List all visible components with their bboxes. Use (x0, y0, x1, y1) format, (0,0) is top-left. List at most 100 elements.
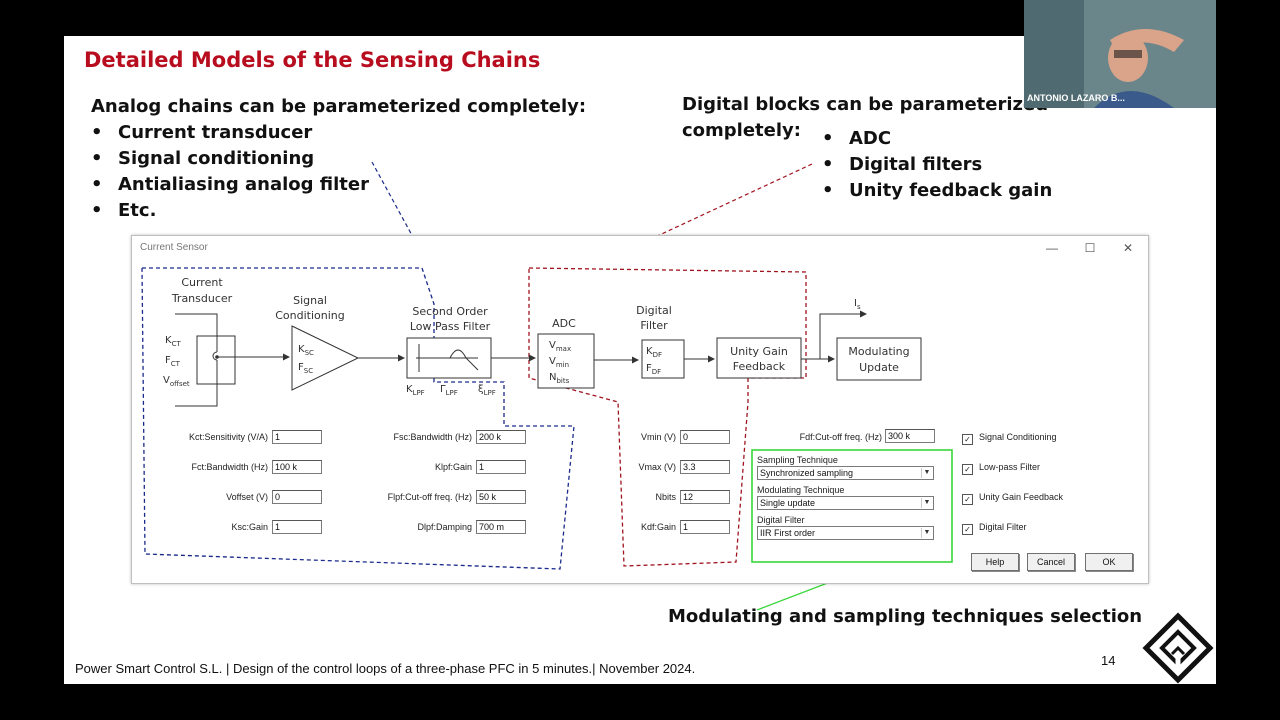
participant-video[interactable]: ANTONIO LAZARO B... (1024, 0, 1216, 108)
chevron-down-icon: ▼ (921, 498, 932, 508)
selection-highlight (751, 449, 953, 563)
slide-title: Detailed Models of the Sensing Chains (84, 48, 541, 72)
kct-input[interactable]: 1 (272, 430, 322, 444)
kct-field-label: Kct:Sensitivity (V/A) (188, 432, 268, 442)
unity-gain-feedback-checkbox-label: Unity Gain Feedback (979, 492, 1064, 502)
klpf-label: KLPF (406, 384, 425, 397)
analog-heading: Analog chains can be parameterized compl… (91, 96, 587, 117)
kdf-label: KDF (646, 346, 662, 359)
fct-input[interactable]: 100 k (272, 460, 322, 474)
unity-gain-label-1: Unity Gain (730, 345, 788, 358)
current-sensor-dialog: Current Sensor — ☐ ✕ Current Transducer … (131, 235, 1149, 584)
klpf-input[interactable]: 1 (476, 460, 526, 474)
kct-label: KCT (165, 335, 181, 348)
maximize-icon[interactable]: ☐ (1084, 241, 1096, 255)
vmax-label: Vmax (549, 340, 571, 353)
minimize-icon[interactable]: — (1046, 241, 1058, 255)
help-button[interactable]: Help (971, 553, 1019, 571)
digital-filter-value: IIR First order (760, 528, 816, 538)
lpf-label-2: Low Pass Filter (410, 320, 491, 333)
low-pass-filter-checkbox[interactable]: ✓ Low-pass Filter (962, 462, 1040, 475)
digital-filter-block (641, 339, 685, 379)
check-icon: ✓ (962, 524, 973, 535)
modulating-technique-value: Single update (760, 498, 816, 508)
kdf-field-label: Kdf:Gain (640, 522, 676, 532)
kdf-input[interactable]: 1 (680, 520, 730, 534)
modulating-technique-label: Modulating Technique (757, 485, 845, 495)
unity-gain-block (716, 337, 802, 379)
dlpf-input[interactable]: 700 m (476, 520, 526, 534)
ksc-label: KSC (298, 344, 314, 357)
adc-label: ADC (552, 317, 576, 330)
digital-filter-checkbox[interactable]: ✓ Digital Filter (962, 522, 1027, 535)
ksc-field-label: Ksc:Gain (231, 522, 268, 532)
modulating-technique-select[interactable]: Single update ▼ (757, 496, 934, 510)
unity-gain-feedback-checkbox[interactable]: ✓Unity Gain Feedback (962, 492, 1063, 505)
fdf-input[interactable]: 300 k (885, 429, 935, 443)
digital-heading: Digital blocks can be parameterized comp… (682, 92, 1048, 144)
analog-group-outline (141, 267, 575, 570)
digital-filter-checkbox-label: Digital Filter (979, 522, 1027, 532)
voffset-input[interactable]: 0 (272, 490, 322, 504)
chevron-down-icon: ▼ (921, 468, 932, 478)
dialog-title: Current Sensor (140, 242, 208, 253)
xilpf-label: ξLPF (478, 384, 496, 397)
current-transducer-label-2: Transducer (171, 292, 233, 305)
company-logo-icon (1142, 612, 1214, 684)
sensing-chain-diagram: Current Transducer KCT FCT Voffset Signa… (141, 267, 953, 570)
vmax-input[interactable]: 3.3 (680, 460, 730, 474)
klpf-field-label: Klpf:Gain (434, 462, 472, 472)
digital-heading-line2: completely: (682, 120, 801, 141)
flpf-input[interactable]: 50 k (476, 490, 526, 504)
nbits-field-label: Nbits (655, 492, 676, 502)
fdf-label: FDF (646, 363, 661, 376)
vmin-input[interactable]: 0 (680, 430, 730, 444)
slide-footer: Power Smart Control S.L. | Design of the… (75, 661, 696, 676)
ok-button[interactable]: OK (1085, 553, 1133, 571)
analog-bullets: Analog chains can be parameterized compl… (91, 94, 586, 224)
digital-item: Digital filters (822, 152, 1052, 178)
vmax-field-label: Vmax (V) (638, 462, 676, 472)
signal-conditioning-checkbox[interactable]: ✓ Signal Conditioning (962, 432, 1057, 445)
digital-bullets: ADC Digital filters Unity feedback gain (822, 126, 1052, 204)
ksc-input[interactable]: 1 (272, 520, 322, 534)
flpf-label: ΓLPF (440, 384, 458, 397)
dlpf-field-label: Dlpf:Damping (417, 522, 472, 532)
check-icon: ✓ (962, 464, 973, 475)
flpf-field-label: Flpf:Cut-off freq. (Hz) (387, 492, 472, 502)
chevron-down-icon: ▼ (921, 528, 932, 538)
fsc-label: FSC (298, 362, 313, 375)
signal-conditioning-block (291, 325, 360, 391)
modulating-update-block (836, 337, 922, 381)
adc-block (537, 333, 595, 389)
digital-heading-line1: Digital blocks can be parameterized (682, 94, 1049, 115)
current-transducer-label-1: Current (181, 276, 223, 289)
cancel-button[interactable]: Cancel (1027, 553, 1075, 571)
digital-filter-label-2: Filter (640, 319, 668, 332)
signal-conditioning-label-2: Conditioning (275, 309, 345, 322)
modulating-sampling-note: Modulating and sampling techniques selec… (668, 606, 1143, 627)
nbits-input[interactable]: 12 (680, 490, 730, 504)
digital-filter-label-1: Digital (636, 304, 672, 317)
modulating-update-label-2: Update (859, 361, 899, 374)
digital-filter-select[interactable]: IIR First order ▼ (757, 526, 934, 540)
fsc-input[interactable]: 200 k (476, 430, 526, 444)
digital-filter-select-label: Digital Filter (757, 515, 805, 525)
low-pass-filter-checkbox-label: Low-pass Filter (979, 462, 1041, 472)
fdf-field-label: Fdf:Cut-off freq. (Hz) (799, 432, 882, 442)
fct-field-label: Fct:Bandwidth (Hz) (191, 462, 268, 472)
signal-conditioning-checkbox-label: Signal Conditioning (979, 432, 1057, 442)
voffset-field-label: Voffset (V) (226, 492, 268, 502)
slide: Detailed Models of the Sensing Chains An… (64, 36, 1216, 684)
sampling-technique-select[interactable]: Synchronized sampling ▼ (757, 466, 934, 480)
sampling-technique-value: Synchronized sampling (760, 468, 854, 478)
page-number: 14 (1101, 653, 1116, 668)
unity-gain-label-2: Feedback (733, 360, 786, 373)
nbits-label: Nbits (549, 372, 570, 385)
modulating-update-label-1: Modulating (848, 345, 909, 358)
is-label: Is (854, 298, 861, 311)
check-icon: ✓ (962, 434, 973, 445)
fsc-field-label: Fsc:Bandwidth (Hz) (393, 432, 472, 442)
close-icon[interactable]: ✕ (1122, 241, 1134, 255)
participant-name: ANTONIO LAZARO B... (1027, 93, 1125, 103)
